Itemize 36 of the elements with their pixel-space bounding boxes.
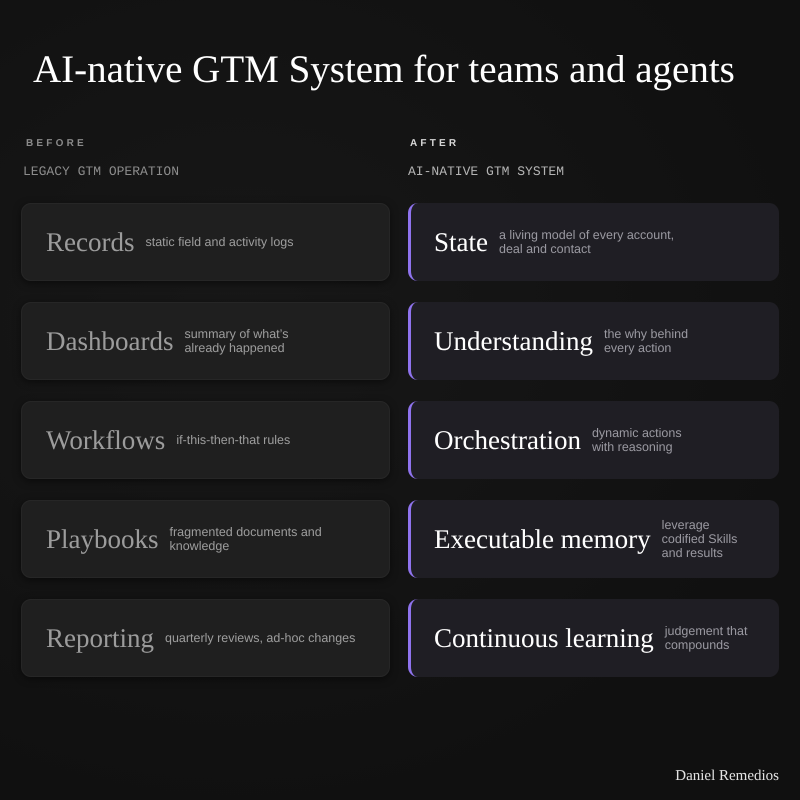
card-title: Playbooks bbox=[46, 523, 159, 555]
card-description: leverage codified Skills and results bbox=[662, 518, 738, 560]
author-name: Daniel Remedios bbox=[675, 767, 779, 786]
card-title: Reporting bbox=[46, 622, 154, 654]
card-description: summary of what’s already happened bbox=[184, 327, 290, 355]
card-description: quarterly reviews, ad-hoc changes bbox=[165, 631, 356, 645]
card-description: fragmented documents and knowledge bbox=[170, 525, 323, 553]
card-title: State bbox=[434, 226, 488, 258]
section-subtitle: LEGACY GTM OPERATION bbox=[23, 164, 180, 180]
card bbox=[21, 302, 390, 380]
section-tag: BEFORE bbox=[26, 138, 87, 150]
section-subtitle: AI-NATIVE GTM SYSTEM bbox=[408, 164, 564, 180]
card bbox=[408, 401, 779, 479]
card bbox=[21, 401, 390, 479]
card-description: a living model of every account, deal and contact bbox=[499, 228, 676, 256]
card bbox=[21, 203, 390, 281]
title: AI-native GTM System for teams and agents bbox=[33, 47, 735, 93]
card-title: Orchestration bbox=[434, 424, 581, 456]
card-title: Executable memory bbox=[434, 523, 651, 555]
card-title: Continuous learning bbox=[434, 622, 654, 654]
card bbox=[21, 599, 390, 677]
card-title: Workflows bbox=[46, 424, 166, 456]
card-title: Records bbox=[46, 226, 134, 258]
card-description: if-this-then-that rules bbox=[176, 433, 290, 447]
card bbox=[408, 203, 779, 281]
card bbox=[408, 599, 779, 677]
card-description: static field and activity logs bbox=[145, 235, 294, 249]
card bbox=[408, 500, 779, 578]
card bbox=[21, 500, 390, 578]
card bbox=[408, 302, 779, 380]
card-title: Understanding bbox=[434, 325, 593, 357]
section-tag: AFTER bbox=[410, 138, 460, 150]
card-description: dynamic actions with reasoning bbox=[592, 426, 683, 454]
card-description: judgement that compounds bbox=[664, 624, 748, 652]
card-title: Dashboards bbox=[46, 325, 174, 357]
card-description: the why behind every action bbox=[604, 327, 690, 355]
